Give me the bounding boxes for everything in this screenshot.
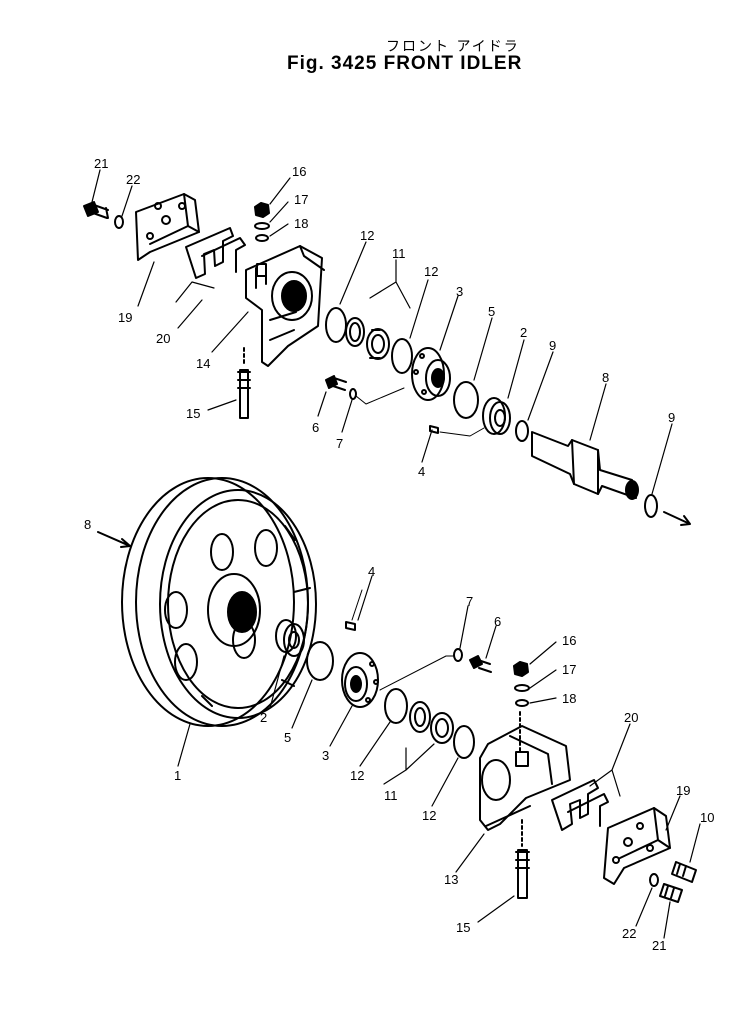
cover-plate-19-bottom [603,807,671,885]
leader-lines [91,169,701,939]
part-label: 12 [360,228,374,243]
part-label: 6 [494,614,501,629]
part-label: 19 [676,783,690,798]
cover-plate-19-top [135,193,200,261]
arrow-8-bottom [97,531,131,548]
part-label: 21 [94,156,108,171]
washer-18-top [255,234,269,242]
part-label: 11 [392,246,406,261]
part-label: 12 [422,808,436,823]
shim-20-bottom [551,779,609,831]
bolt-10 [671,861,697,883]
leader-7-top [355,387,405,405]
washer-7-top [349,388,357,400]
part-label: 3 [322,748,329,763]
pin-4-bottom [345,589,363,631]
part-label: 13 [444,872,458,887]
bolt-21-top [83,201,109,219]
washer-7-bottom [453,648,463,662]
part-label: 15 [456,920,470,935]
part-label: 12 [350,768,364,783]
part-label: 20 [156,331,170,346]
part-label: 7 [336,436,343,451]
washer-17-bottom [514,684,530,692]
part-label: 16 [292,164,306,179]
figure-header: フロント アイドラ Fig. 3425 FRONT IDLER [0,0,740,90]
part-label: 17 [562,662,576,677]
o-ring-9-top-b [644,494,658,518]
part-label: 16 [562,633,576,648]
part-labels: 21 22 16 17 18 19 20 14 15 12 11 12 3 5 … [84,156,714,953]
part-label: 14 [196,356,210,371]
part-label: 21 [652,938,666,953]
part-label: 8 [602,370,609,385]
o-ring-12-bottom-b [453,725,475,759]
leader-7-bottom [379,655,455,691]
washer-22-top [114,215,124,229]
bracket-13-bottom [479,711,571,831]
o-ring-5-top [453,381,479,419]
part-label: 19 [118,310,132,325]
part-label: 20 [624,710,638,725]
part-label: 22 [126,172,140,187]
part-label: 5 [284,730,291,745]
part-label: 4 [418,464,425,479]
part-label: 10 [700,810,714,825]
part-label: 9 [668,410,675,425]
washer-17-top [254,222,270,230]
pin-15-bottom [515,819,530,899]
pin-4-top [429,425,485,437]
part-label: 1 [174,768,181,783]
hub-3-top [411,347,451,401]
idler-wheel-1 [121,477,317,727]
part-label: 18 [562,691,576,706]
part-label: 4 [368,564,375,579]
o-ring-12-top-b [391,338,413,374]
part-label: 5 [488,304,495,319]
bolt-6-bottom [469,655,492,673]
part-label: 17 [294,192,308,207]
bolt-6-top [325,375,347,391]
shim-20-top [185,227,246,279]
part-label: 7 [466,594,473,609]
pin-15-top [237,347,251,419]
assembly-arrow [663,511,691,526]
nut-16-top [254,202,270,218]
part-label: 2 [260,710,267,725]
seal-2-top [482,397,511,435]
washer-18-bottom [515,699,529,707]
bracket-14-top [245,245,325,367]
shaft-8 [531,431,639,500]
part-label: 18 [294,216,308,231]
o-ring-12-top-a [325,307,347,343]
seal-2-bottom [275,619,305,657]
o-ring-9-top-a [515,420,529,442]
washer-22-bottom [649,873,659,887]
part-label: 15 [186,406,200,421]
hub-3-bottom [341,652,379,708]
part-label: 8 [84,517,91,532]
o-ring-5-bottom [306,641,334,681]
bearing-11-top [345,317,390,360]
japanese-title: フロント アイドラ [386,39,520,55]
figure-title: Fig. 3425 FRONT IDLER [287,53,523,74]
part-label: 12 [424,264,438,279]
part-label: 2 [520,325,527,340]
o-ring-12-bottom-a [384,688,408,724]
bolt-21-bottom [659,883,683,903]
part-label: 22 [622,926,636,941]
part-label: 11 [384,788,398,803]
part-label: 3 [456,284,463,299]
bearing-11-bottom [409,701,454,744]
part-label: 6 [312,420,319,435]
part-label: 9 [549,338,556,353]
nut-16-bottom [513,661,529,677]
